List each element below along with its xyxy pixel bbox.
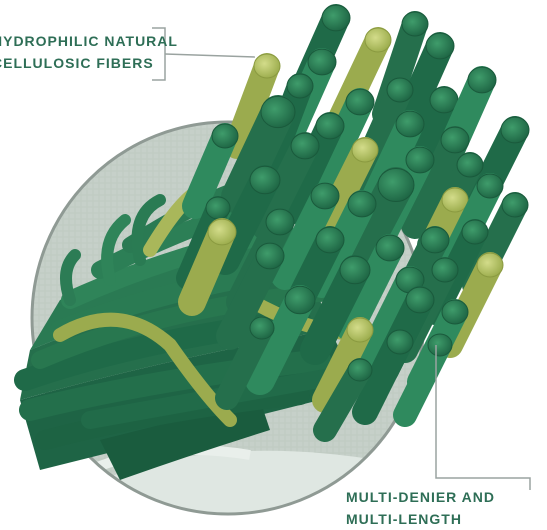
callout-line-bottom bbox=[436, 345, 530, 490]
label-bottom-line1: MULTI-DENIER AND bbox=[346, 486, 495, 508]
label-bottom-line2: MULTI-LENGTH bbox=[346, 508, 495, 530]
label-cellulosic-fibers: HYDROPHILIC NATURAL CELLULOSIC FIBERS bbox=[0, 30, 178, 74]
label-top-line2: CELLULOSIC FIBERS bbox=[0, 52, 178, 74]
label-multi-denier: MULTI-DENIER AND MULTI-LENGTH bbox=[346, 486, 495, 530]
fiber-tips bbox=[188, 5, 529, 430]
callout-line-top-pointer bbox=[165, 54, 255, 57]
label-top-line1: HYDROPHILIC NATURAL bbox=[0, 30, 178, 52]
